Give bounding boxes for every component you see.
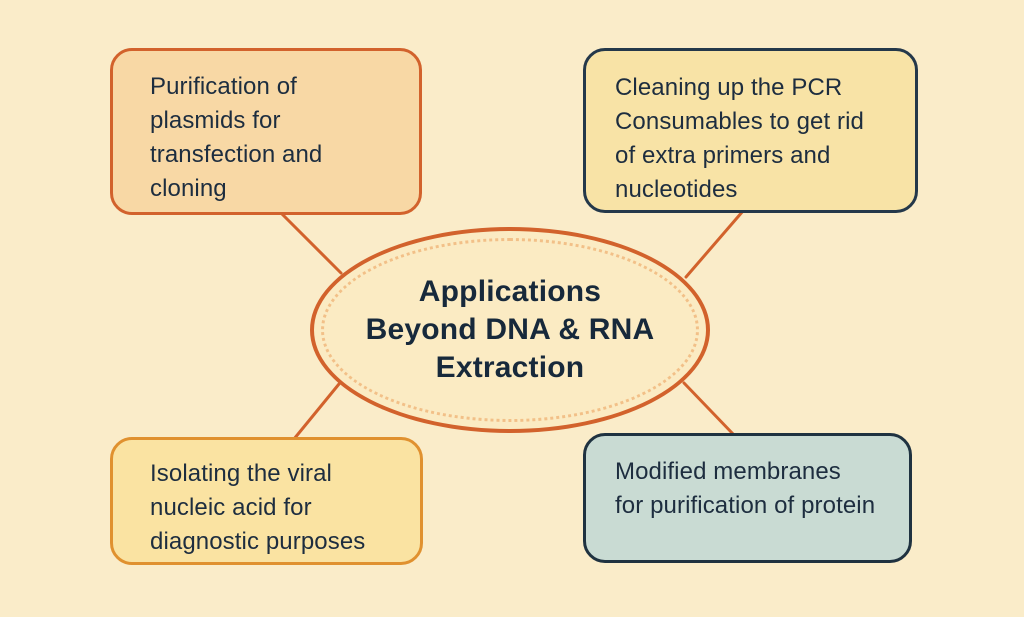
node-text-line: of extra primers and [615, 142, 831, 169]
node-text-line: for purification of protein [615, 492, 876, 519]
node-text-line: Cleaning up the PCR [615, 74, 843, 101]
center-topic-ellipse: Applications Beyond DNA & RNA Extraction [310, 227, 710, 433]
node-text-line: diagnostic purposes [150, 528, 366, 555]
node-text-line: nucleotides [615, 176, 738, 203]
node-text-line: Purification of [150, 73, 297, 100]
node-text-line: transfection and [150, 141, 323, 168]
node-purification-plasmids: Purification of plasmids for transfectio… [110, 48, 422, 215]
node-viral-nucleic-acid: Isolating the viral nucleic acid for dia… [110, 437, 423, 565]
connector-bottom-left [292, 382, 341, 441]
node-text-line: nucleic acid for [150, 494, 312, 521]
node-text-line: plasmids for [150, 107, 281, 134]
node-text-line: Consumables to get rid [615, 108, 864, 135]
connector-bottom-right [682, 381, 736, 437]
center-topic-title: Applications Beyond DNA & RNA Extraction [366, 273, 655, 387]
node-text-line: cloning [150, 175, 227, 202]
node-modified-membranes: Modified membranes for purification of p… [583, 433, 912, 563]
node-text-line: Modified membranes [615, 458, 841, 485]
connector-top-right [684, 209, 745, 279]
center-title-line: Extraction [435, 351, 585, 384]
node-pcr-cleanup: Cleaning up the PCR Consumables to get r… [583, 48, 918, 213]
node-text-line: Isolating the viral [150, 460, 332, 487]
center-title-line: Applications [418, 275, 602, 308]
connector-top-left [279, 211, 343, 275]
center-title-line: Beyond DNA & RNA [365, 313, 655, 346]
